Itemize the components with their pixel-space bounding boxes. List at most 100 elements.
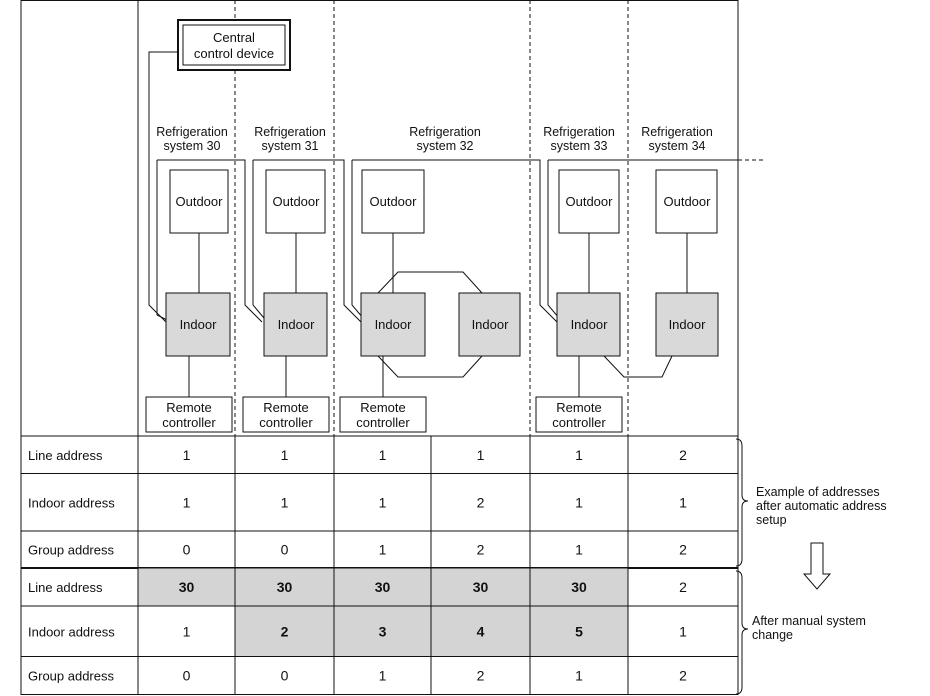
- note-manual-1: After manual system: [752, 614, 866, 628]
- svg-text:Indoor: Indoor: [180, 317, 218, 332]
- table-cell: 0: [183, 667, 191, 683]
- remote-controller-33: Remote controller: [535, 396, 623, 433]
- system-30-label-1: Refrigeration: [156, 125, 228, 139]
- shaded-cell: [530, 568, 628, 606]
- table-cell: 1: [183, 447, 191, 463]
- svg-text:controller: controller: [259, 415, 313, 430]
- table-cell: 2: [679, 542, 687, 558]
- table-cell: 1: [281, 447, 289, 463]
- outdoor-units: Outdoor Outdoor Outdoor Outdoor Outdoor: [169, 169, 718, 234]
- shaded-cell: [138, 568, 235, 606]
- brace-auto: [735, 438, 749, 567]
- svg-text:Indoor: Indoor: [669, 317, 707, 332]
- table-cell: 30: [473, 579, 489, 595]
- table-cell: 2: [477, 494, 485, 510]
- svg-text:Outdoor: Outdoor: [273, 194, 321, 209]
- central-label-2: control device: [194, 46, 274, 61]
- shaded-cell: [530, 606, 628, 656]
- system-separators: [234, 0, 764, 436]
- remote-controllers: Remote controller Remote controller Remo…: [145, 396, 623, 433]
- note-auto-2: after automatic address: [756, 499, 887, 513]
- central-control-device: Central control device: [177, 19, 291, 71]
- table-cell: 2: [679, 447, 687, 463]
- svg-text:Indoor: Indoor: [571, 317, 609, 332]
- svg-text:Outdoor: Outdoor: [566, 194, 614, 209]
- svg-text:Remote: Remote: [360, 400, 406, 415]
- outdoor-unit-33: Outdoor: [558, 169, 620, 234]
- row-label: Line address: [28, 580, 103, 595]
- svg-text:Outdoor: Outdoor: [176, 194, 224, 209]
- indoor-unit-32a: Indoor: [360, 292, 426, 357]
- indoor-unit-32b: Indoor: [458, 292, 521, 357]
- indoor-unit-31: Indoor: [263, 292, 328, 357]
- shaded-cell: [431, 606, 530, 656]
- row-label: Group address: [28, 668, 114, 683]
- table-cell: 4: [477, 623, 485, 639]
- table-cell: 30: [375, 579, 391, 595]
- outdoor-unit-34: Outdoor: [655, 169, 718, 234]
- table-cell: 0: [281, 542, 289, 558]
- svg-text:Outdoor: Outdoor: [664, 194, 712, 209]
- annotations: [735, 438, 832, 695]
- outdoor-unit-32: Outdoor: [361, 169, 425, 234]
- svg-text:Outdoor: Outdoor: [370, 194, 418, 209]
- row-label: Indoor address: [28, 495, 115, 510]
- indoor-unit-30: Indoor: [165, 292, 231, 357]
- table-cell: 30: [571, 579, 587, 595]
- row-label: Indoor address: [28, 624, 115, 639]
- table-cell: 1: [575, 667, 583, 683]
- table-cell: 1: [379, 447, 387, 463]
- table-cell: 3: [379, 623, 387, 639]
- table-cell: 1: [183, 494, 191, 510]
- table-cell: 1: [575, 494, 583, 510]
- shaded-cells: [138, 568, 628, 656]
- shaded-cell: [334, 568, 431, 606]
- table-cell: 0: [281, 667, 289, 683]
- remote-controller-30: Remote controller: [145, 396, 233, 433]
- central-label-1: Central: [213, 30, 255, 45]
- note-auto-3: setup: [756, 513, 787, 527]
- table-cell: 1: [575, 447, 583, 463]
- notes: Example of addresses after automatic add…: [752, 485, 887, 642]
- note-auto-1: Example of addresses: [756, 485, 880, 499]
- down-arrow-icon: [802, 542, 832, 590]
- table-cell: 1: [281, 494, 289, 510]
- indoor-units: Indoor Indoor Indoor Indoor Indoor Indoo…: [165, 292, 719, 357]
- table-cell: 1: [183, 623, 191, 639]
- wiring: [148, 51, 738, 397]
- table-cell: 30: [277, 579, 293, 595]
- row-label: Group address: [28, 543, 114, 558]
- svg-text:Indoor: Indoor: [375, 317, 413, 332]
- table-cell: 2: [679, 667, 687, 683]
- system-33-label-2: system 33: [551, 139, 608, 153]
- svg-text:Remote: Remote: [263, 400, 309, 415]
- table-cell: 0: [183, 542, 191, 558]
- svg-text:controller: controller: [162, 415, 216, 430]
- system-31-label-2: system 31: [262, 139, 319, 153]
- table-cell: 2: [477, 667, 485, 683]
- system-30-label-2: system 30: [164, 139, 221, 153]
- outdoor-unit-30: Outdoor: [169, 169, 229, 234]
- system-32-label-2: system 32: [417, 139, 474, 153]
- table-cell: 2: [477, 542, 485, 558]
- table-cell: 1: [379, 542, 387, 558]
- table-cell: 5: [575, 623, 583, 639]
- table-cell: 1: [679, 494, 687, 510]
- table-cell: 1: [477, 447, 485, 463]
- brace-manual: [735, 570, 749, 695]
- system-34-label-2: system 34: [649, 139, 706, 153]
- shaded-cell: [334, 606, 431, 656]
- shaded-cell: [431, 568, 530, 606]
- svg-text:Indoor: Indoor: [278, 317, 316, 332]
- table-frame: [20, 0, 739, 695]
- svg-text:Remote: Remote: [166, 400, 212, 415]
- shaded-cell: [235, 606, 334, 656]
- system-31-label-1: Refrigeration: [254, 125, 326, 139]
- system-34-label-1: Refrigeration: [641, 125, 713, 139]
- outdoor-unit-31: Outdoor: [265, 169, 326, 234]
- row-label: Line address: [28, 448, 103, 463]
- remote-controller-32: Remote controller: [339, 396, 427, 433]
- table-cell: 2: [679, 579, 687, 595]
- table-cell: 1: [379, 667, 387, 683]
